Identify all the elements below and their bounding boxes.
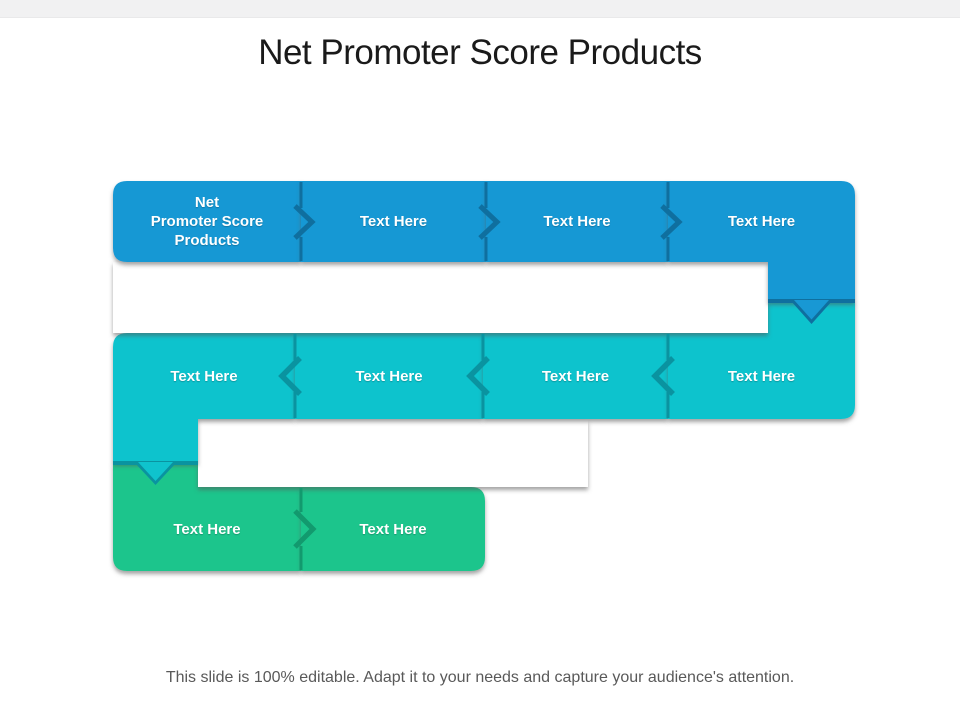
flow-shape-row2-seg4 [668,301,855,419]
slide-title: Net Promoter Score Products [258,33,702,72]
flow-shape-row1-seg3 [486,181,668,262]
flow-shape-row2-seg1 [113,333,295,463]
flow-shape-row3-seg2 [301,487,485,571]
flow-node-label: Text Here [727,213,796,230]
flow-node-label: Text Here [359,213,428,230]
divider-row2-1 [278,334,302,418]
flow-node-label: Text Here [359,520,427,538]
chevron-left-icon [278,356,302,396]
flow-shape-row2-seg3 [483,333,668,419]
chevron-right-icon [293,509,317,549]
chevron-left-icon [651,356,675,396]
chevron-right-icon [293,204,316,240]
flow-shape-row1-seg1 [113,181,301,262]
chevron-left-icon [466,356,490,396]
white-gap-row1-row2 [113,262,768,333]
flow-node-label: Text Here [173,520,241,538]
flow-shape-row3-seg1 [113,463,301,571]
top-strip [0,0,960,18]
chevron-down-icon [794,300,829,320]
chevron-right-icon [660,204,683,240]
flow-shape-row2-seg2 [295,333,483,419]
divider-row3-1 [293,488,317,570]
divider-row2-3 [651,334,675,418]
flow-shape-row1-seg2 [301,181,486,262]
divider-row1-2 [478,182,501,261]
divider-row2-2 [466,334,490,418]
slide-caption: This slide is 100% editable. Adapt it to… [165,669,795,686]
divider-row1-1 [293,182,316,261]
chevron-down-icon [138,462,173,481]
flow-shape-row1-seg4 [668,181,855,302]
white-gap-row2-row3 [198,420,588,487]
flow-node-label: Text Here [541,367,610,385]
flow-node-label: Text Here [355,367,423,385]
divider-row1-3 [660,182,683,261]
flow-node-label: Text Here [170,367,238,385]
flow-node-label: Text Here [543,213,611,230]
flow-node-label: Text Here [727,367,796,385]
chevron-right-icon [478,204,501,240]
flow-node-label: Net Promoter Score Products [150,194,264,249]
